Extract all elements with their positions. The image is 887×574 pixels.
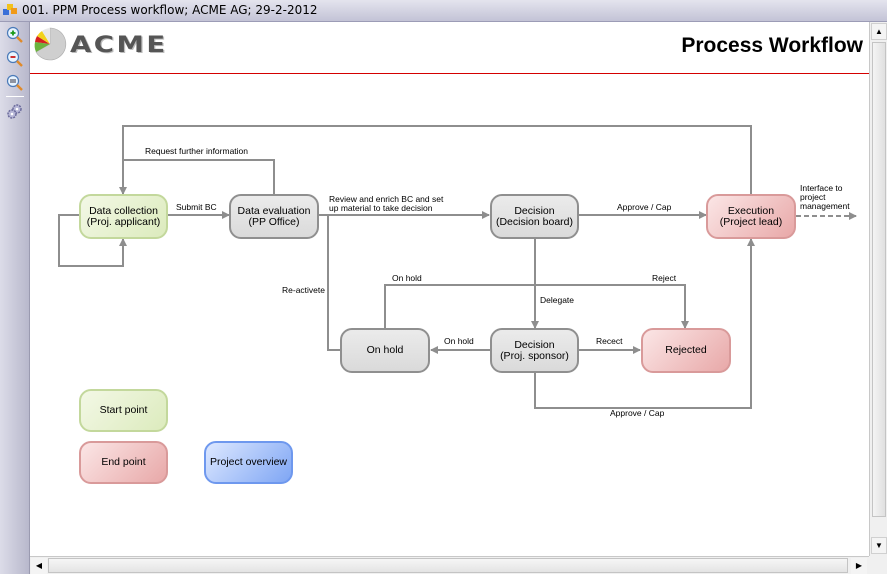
header-divider (30, 73, 869, 74)
scroll-left-button[interactable]: ◀ (31, 558, 47, 574)
acme-logo-icon (34, 27, 67, 61)
label-request-info: Request further information (145, 146, 248, 156)
connector-onhold-reject (384, 284, 689, 329)
connector-request-info (123, 159, 275, 194)
page-title: Process Workflow (681, 34, 863, 57)
label-recect: Recect (596, 336, 623, 346)
label-reject: Reject (652, 273, 677, 283)
label-on-hold-top: On hold (392, 273, 422, 283)
vertical-scroll-thumb[interactable] (872, 42, 886, 517)
process-windows-icon (3, 4, 17, 15)
zoom-toolbar (0, 22, 30, 574)
node-decision-board[interactable]: Decision (Decision board) (490, 194, 579, 239)
node-execution[interactable]: Execution (Project lead) (706, 194, 796, 239)
scroll-corner (869, 556, 887, 574)
node-data-collection[interactable]: Data collection (Proj. applicant) (79, 194, 168, 239)
node-data-evaluation[interactable]: Data evaluation (PP Office) (229, 194, 319, 239)
acme-logo-text: ACME (70, 33, 168, 58)
horizontal-scroll-thumb[interactable] (48, 558, 848, 573)
acme-logo: ACME (32, 26, 177, 62)
label-review-enrich: Review and enrich BC and set up material… (329, 194, 444, 213)
connector-collection-self-loop (58, 214, 127, 267)
label-delegate: Delegate (540, 295, 575, 305)
connectors-layer (58, 125, 857, 409)
label-interface: Interface to project management (800, 183, 850, 211)
legend-start-point: Start point (79, 389, 168, 432)
gear-icon[interactable] (6, 102, 24, 120)
connector-reactivate (327, 215, 340, 351)
legend-project-overview[interactable]: Project overview (204, 441, 293, 484)
diagram-canvas: ACME Process Workflow (30, 22, 869, 556)
connector-approve-bottom (534, 238, 755, 409)
node-rejected[interactable]: Rejected (641, 328, 731, 373)
scroll-up-button[interactable]: ▲ (871, 23, 887, 40)
window-title: 001. PPM Process workflow; ACME AG; 29-2… (22, 3, 318, 17)
zoom-fit-icon[interactable] (6, 74, 24, 92)
scroll-right-button[interactable]: ▶ (851, 558, 867, 574)
node-decision-sponsor[interactable]: Decision (Proj. sponsor) (490, 328, 579, 373)
legend-end-point: End point (79, 441, 168, 484)
label-reactivate: Re-activete (282, 285, 325, 295)
zoom-out-icon[interactable] (6, 50, 24, 68)
window-titlebar: 001. PPM Process workflow; ACME AG; 29-2… (0, 0, 887, 22)
zoom-in-icon[interactable] (6, 26, 24, 44)
label-on-hold-left: On hold (444, 336, 474, 346)
scroll-down-button[interactable]: ▼ (871, 537, 887, 554)
label-approve-cap-top: Approve / Cap (617, 202, 672, 212)
toolbar-separator (6, 96, 24, 97)
label-approve-cap-bottom: Approve / Cap (610, 408, 665, 418)
vertical-scrollbar[interactable]: ▲ ▼ (869, 22, 887, 556)
node-on-hold[interactable]: On hold (340, 328, 430, 373)
horizontal-scrollbar[interactable]: ◀ ▶ (30, 556, 869, 574)
label-submit-bc: Submit BC (176, 202, 217, 212)
